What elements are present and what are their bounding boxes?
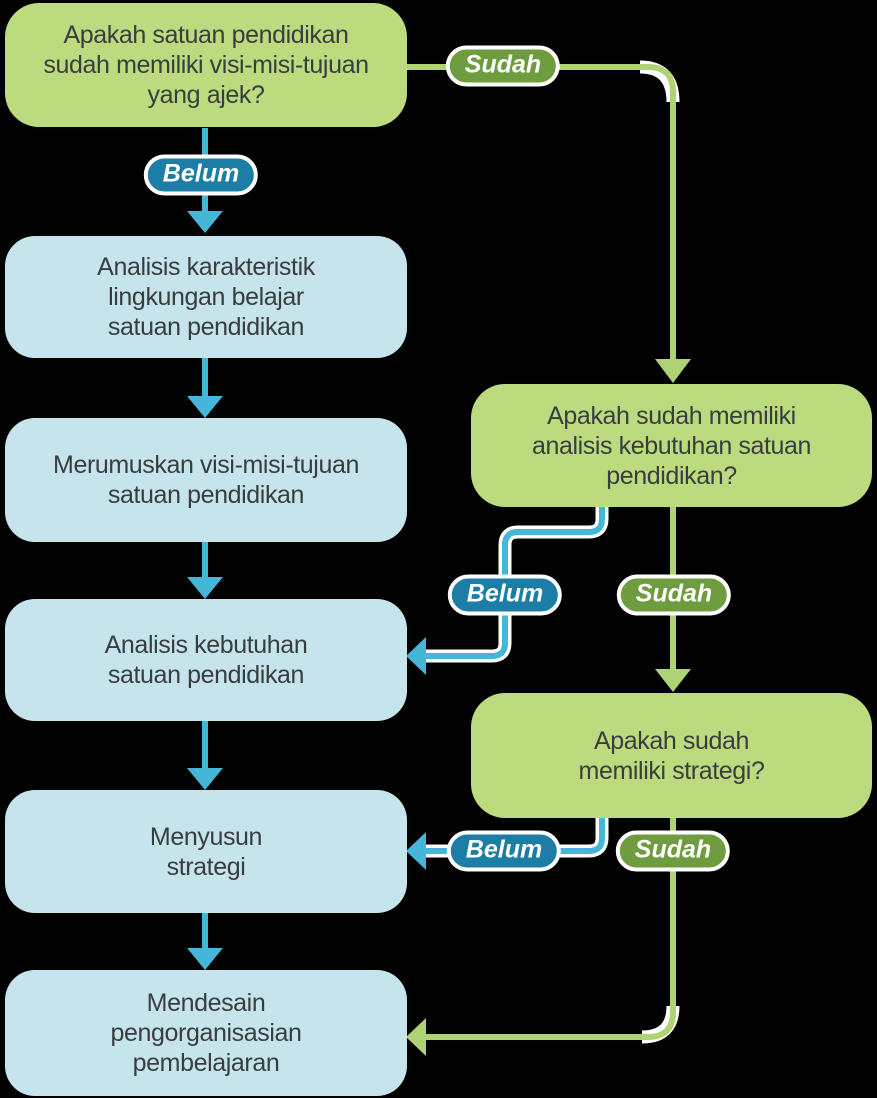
node-label: Analisis kebutuhan satuan pendidikan xyxy=(105,630,308,690)
node-line: satuan pendidikan xyxy=(107,313,305,341)
node-line: pengorganisasian xyxy=(110,1019,302,1047)
arrowhead-step-2 xyxy=(187,577,223,599)
edge-label-belum-3: Belum xyxy=(446,830,562,872)
edge-label-text: Belum xyxy=(466,579,544,608)
decision-visi-misi-tujuan: Apakah satuan pendidikan sudah memiliki … xyxy=(5,3,407,127)
edge-label-sudah-2: Sudah xyxy=(616,574,732,616)
edge-label-text: Belum xyxy=(465,835,543,864)
node-line: Apakah sudah memiliki xyxy=(547,401,796,430)
arrowhead-belum-2 xyxy=(406,637,426,675)
edge-label-sudah-3: Sudah xyxy=(615,830,731,872)
node-label: Analisis karakteristik lingkungan belaja… xyxy=(97,252,315,342)
edge-label-text: Sudah xyxy=(635,579,713,608)
process-analisis-kebutuhan: Analisis kebutuhan satuan pendidikan xyxy=(5,599,407,721)
edge-label-belum-1: Belum xyxy=(143,154,259,196)
process-analisis-karakteristik: Analisis karakteristik lingkungan belaja… xyxy=(5,236,407,358)
node-line: Apakah satuan pendidikan xyxy=(63,21,349,49)
edge-label-text: Sudah xyxy=(634,835,712,864)
edge-label-sudah-1: Sudah xyxy=(445,45,561,87)
node-line: analisis kebutuhan satuan xyxy=(531,431,812,460)
arrowhead-step-3 xyxy=(187,768,223,790)
node-label: Apakah sudah memiliki analisis kebutuhan… xyxy=(531,401,812,491)
node-line: lingkungan belajar xyxy=(108,283,304,311)
edge-label-belum-2: Belum xyxy=(447,574,563,616)
node-line: Merumuskan visi-misi-tujuan xyxy=(53,451,359,479)
arrowhead-belum-1 xyxy=(187,211,223,233)
arrowhead-sudah-1 xyxy=(655,359,691,383)
node-line: Mendesain xyxy=(146,989,266,1017)
node-line: yang ajek? xyxy=(147,81,265,109)
node-label: Apakah satuan pendidikan sudah memiliki … xyxy=(43,20,369,110)
process-mendesain-pengorganisasian: Mendesain pengorganisasian pembelajaran xyxy=(5,970,407,1096)
connector-sudah-1 xyxy=(407,64,676,360)
node-label: Apakah sudah memiliki strategi? xyxy=(579,726,765,786)
decision-analisis-kebutuhan: Apakah sudah memiliki analisis kebutuhan… xyxy=(471,384,872,507)
node-label: Mendesain pengorganisasian pembelajaran xyxy=(111,988,302,1078)
node-line: satuan pendidikan xyxy=(107,481,305,509)
arrowhead-step-1 xyxy=(187,396,223,418)
node-label: Merumuskan visi-misi-tujuan satuan pendi… xyxy=(53,450,359,510)
node-line: Apakah sudah xyxy=(593,726,750,755)
arrowhead-sudah-3 xyxy=(406,1018,426,1056)
connector-belum-2 xyxy=(426,507,605,659)
arrowhead-belum-3 xyxy=(406,832,426,870)
decision-strategi: Apakah sudah memiliki strategi? xyxy=(471,693,872,818)
node-line: pendidikan? xyxy=(606,461,737,490)
node-line: Analisis kebutuhan xyxy=(104,631,308,659)
arrowhead-step-4 xyxy=(187,948,223,970)
node-line: Menyusun xyxy=(149,822,263,851)
node-line: sudah memiliki visi-misi-tujuan xyxy=(43,51,369,79)
node-line: pembelajaran xyxy=(132,1049,280,1077)
node-line: memiliki strategi? xyxy=(578,756,765,785)
process-menyusun-strategi: Menyusun strategi xyxy=(5,790,407,913)
edge-label-text: Sudah xyxy=(464,50,542,79)
node-line: Analisis karakteristik xyxy=(97,253,315,281)
arrowhead-sudah-2 xyxy=(655,669,691,692)
node-line: strategi xyxy=(166,852,246,881)
connector-belum-3 xyxy=(426,818,605,854)
node-line: satuan pendidikan xyxy=(107,661,305,689)
edge-label-text: Belum xyxy=(162,159,240,188)
connector-sudah-3 xyxy=(426,818,676,1040)
node-label: Menyusun strategi xyxy=(149,822,263,882)
process-merumuskan-visi-misi-tujuan: Merumuskan visi-misi-tujuan satuan pendi… xyxy=(5,418,407,542)
